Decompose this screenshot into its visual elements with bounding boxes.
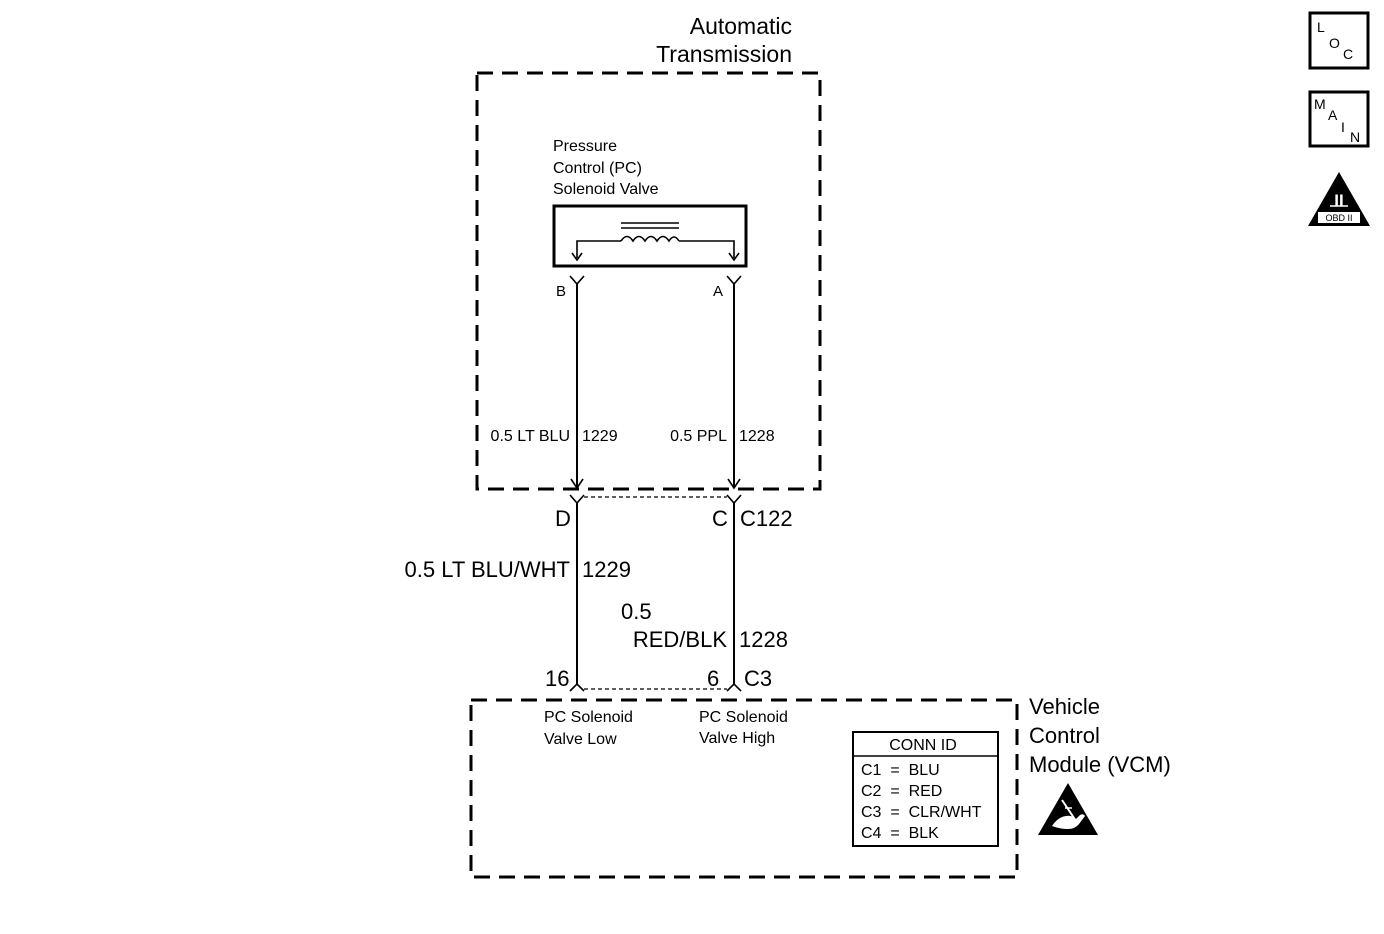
c122-pin-d: D: [555, 506, 571, 531]
main-letter-a: A: [1328, 107, 1338, 123]
transmission-title-line2: Transmission: [656, 41, 792, 67]
conn-id-row: C2 = RED: [861, 783, 942, 800]
loc-button[interactable]: L O C: [1308, 11, 1370, 70]
solenoid-box: [552, 204, 748, 268]
conn-id-row: C4 = BLK: [861, 825, 939, 842]
conn-id-row: C1 = BLU: [861, 762, 940, 779]
c122-pin-c: C: [712, 506, 728, 531]
pin-b-connector: [569, 275, 585, 286]
obd-roman: II: [1334, 191, 1343, 210]
loc-letter-l: L: [1317, 19, 1325, 35]
wire-1229-outside-circuit: 1229: [582, 557, 631, 582]
wire-1228-inside-color: 0.5 PPL: [670, 428, 727, 445]
wire-1229-arrow: [570, 478, 584, 490]
vcm-title-line2: Control: [1029, 723, 1100, 748]
wire-1228-outside-gauge: 0.5: [621, 599, 652, 624]
c3-pin-6: 6: [707, 666, 719, 691]
main-button[interactable]: M A I N: [1308, 90, 1370, 148]
vcm-title-line1: Vehicle: [1029, 694, 1100, 719]
c3-id: C3: [744, 666, 772, 691]
obd-label: OBD II: [1325, 213, 1352, 223]
conn-id-table: CONN ID C1 = BLU C2 = RED C3 = CLR/WHT C…: [852, 731, 999, 847]
solenoid-label-line1: Pressure: [553, 138, 617, 155]
connector-c3: [569, 682, 742, 692]
wire-1228-inside-circuit: 1228: [739, 428, 775, 445]
conn-id-row: C3 = CLR/WHT: [861, 804, 982, 821]
wire-1229-inside-circuit: 1229: [582, 428, 618, 445]
solenoid-label-line2: Control (PC): [553, 160, 642, 177]
wire-1228-arrow: [727, 478, 741, 490]
transmission-boundary: [475, 71, 822, 491]
pin16-label-line2: Valve Low: [544, 731, 617, 748]
loc-letter-o: O: [1329, 35, 1340, 51]
pin6-label-line2: Valve High: [699, 730, 775, 747]
vcm-title-line3: Module (VCM): [1029, 752, 1171, 777]
main-letter-i: I: [1341, 119, 1345, 135]
main-letter-n: N: [1350, 129, 1360, 145]
esd-warning-icon: [1038, 783, 1098, 835]
loc-letter-c: C: [1343, 46, 1353, 62]
obd-ii-icon[interactable]: II OBD II: [1308, 172, 1370, 226]
wire-1229-inside-color: 0.5 LT BLU: [491, 428, 570, 445]
wire-1228-outside-color: RED/BLK: [633, 627, 727, 652]
transmission-title-line1: Automatic: [690, 13, 792, 39]
solenoid-coil-icon: [571, 222, 740, 262]
vcm-boundary: [469, 698, 1019, 879]
c3-pin-16: 16: [545, 666, 569, 691]
wire-1229-outside-color: 0.5 LT BLU/WHT: [405, 557, 570, 582]
solenoid-label-line3: Solenoid Valve: [553, 181, 659, 198]
wire-1228-outside-circuit: 1228: [739, 627, 788, 652]
conn-id-header: CONN ID: [889, 737, 957, 754]
solenoid-pin-b: B: [556, 283, 566, 300]
pin6-label-line1: PC Solenoid: [699, 709, 788, 726]
c122-id: C122: [740, 506, 793, 531]
pin-a-connector: [726, 275, 742, 286]
solenoid-pin-a: A: [713, 283, 723, 300]
main-letter-m: M: [1314, 96, 1326, 112]
connector-c122: [569, 494, 742, 505]
pin16-label-line1: PC Solenoid: [544, 709, 633, 726]
